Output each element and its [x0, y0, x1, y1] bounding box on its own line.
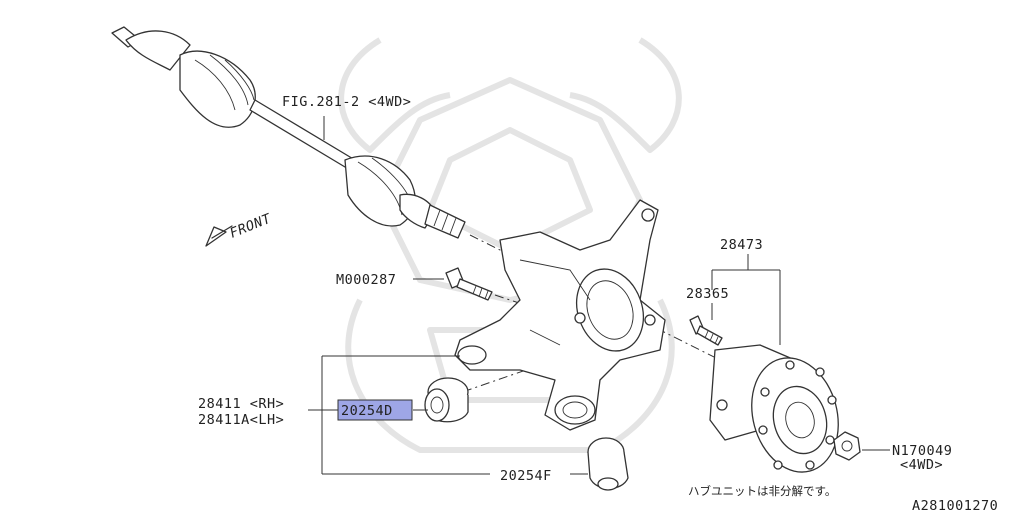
label-bushing-selected[interactable]: 20254D [341, 403, 393, 419]
leader-lines [308, 116, 890, 475]
hub-bolt-28365[interactable] [689, 315, 723, 346]
label-hub-bolt[interactable]: 28365 [686, 286, 729, 302]
knuckle[interactable] [454, 199, 666, 431]
figure-id: A281001270 [912, 498, 998, 512]
front-label: FRONT [228, 211, 274, 242]
label-hub-assembly[interactable]: 28473 [720, 237, 763, 253]
drive-shaft[interactable] [111, 26, 466, 239]
bushing-20254f[interactable] [587, 437, 629, 491]
nut-n170049[interactable] [833, 431, 861, 461]
hub-unit-28473[interactable] [709, 344, 851, 482]
label-knuckle-rh[interactable]: 28411 <RH> [198, 396, 284, 412]
bolt-m000287[interactable] [445, 267, 493, 301]
bushing-20254d[interactable] [424, 377, 469, 423]
label-fig-ref: FIG.281-2 <4WD> [282, 94, 411, 110]
label-bushing-lower[interactable]: 20254F [500, 468, 552, 484]
label-nut-variant: <4WD> [900, 457, 943, 473]
front-arrow: FRONT [205, 211, 274, 247]
label-nut[interactable]: N170049 [892, 443, 952, 459]
label-bolt[interactable]: M000287 [336, 272, 396, 288]
hub-note: ハブユニットは非分解です。 [688, 484, 836, 498]
label-knuckle-lh[interactable]: 28411A<LH> [198, 412, 284, 428]
highlighted-part-20254d[interactable]: 20254D [337, 399, 413, 421]
